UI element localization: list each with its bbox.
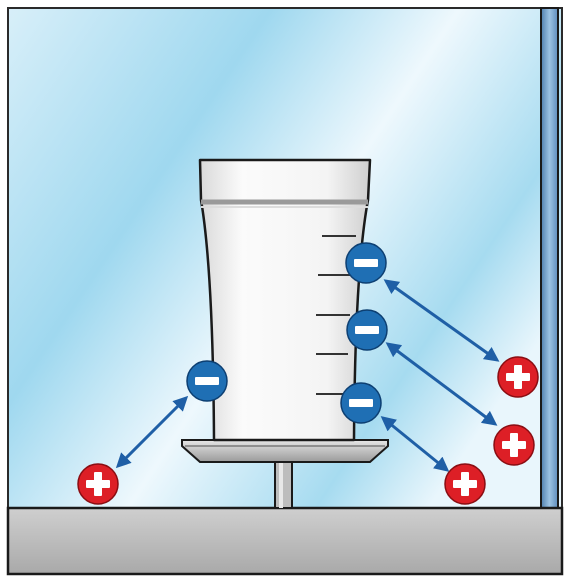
glass-wall (541, 8, 558, 508)
negative-charge (187, 361, 227, 401)
saucer (182, 440, 388, 462)
negative-charge (346, 243, 386, 283)
positive-charge (445, 464, 485, 504)
positive-charge (78, 464, 118, 504)
negative-charge (347, 310, 387, 350)
positive-charge (494, 425, 534, 465)
table (8, 508, 562, 574)
negative-charge (341, 383, 381, 423)
positive-charge (498, 357, 538, 397)
